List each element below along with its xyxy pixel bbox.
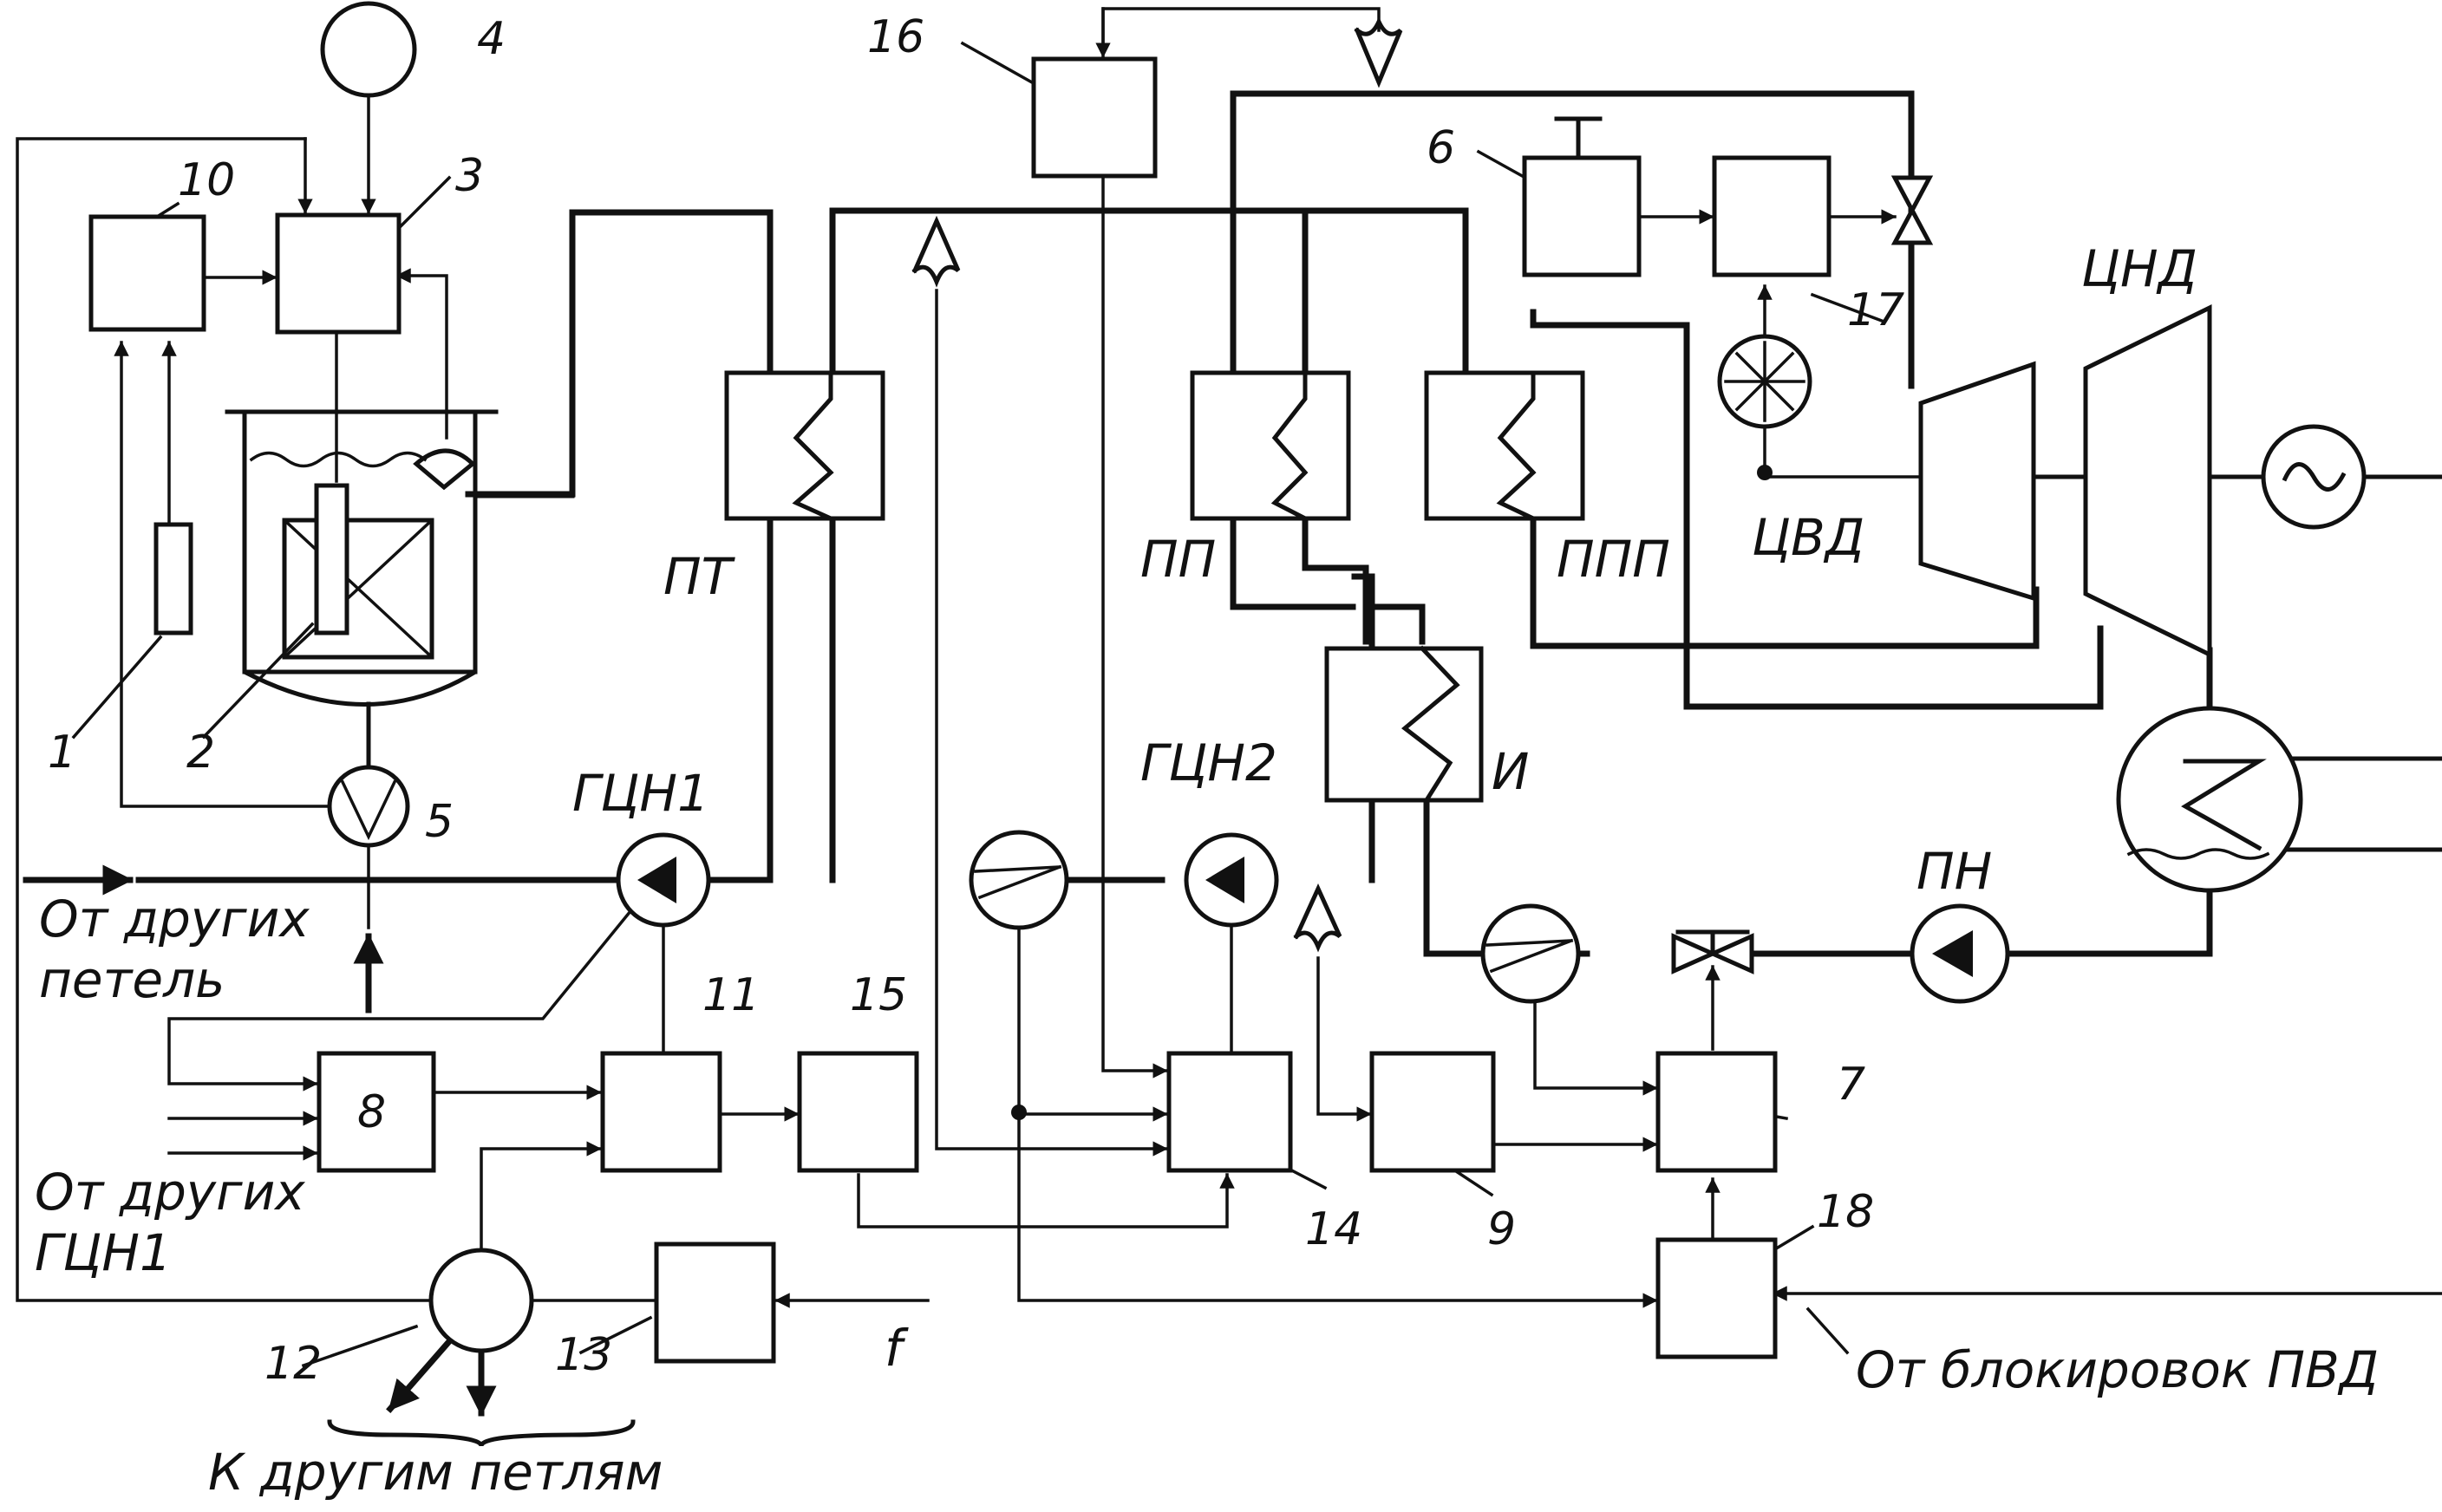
- turbine-tsnd: [2083, 303, 2212, 659]
- label-15: 15: [850, 969, 907, 1021]
- label-f: f: [885, 1319, 909, 1378]
- number-labels: 1 2 3 4 5 6 7 8 9 10 11 12 13 14 15 16 1…: [48, 11, 1904, 1390]
- label-13: 13: [555, 1329, 612, 1381]
- caption-from-other-loops-line2: петель: [39, 950, 225, 1009]
- label-gtsn1: ГЦН1: [572, 764, 709, 823]
- label-pn: ПН: [1916, 842, 1992, 901]
- sensor-1: [153, 522, 193, 635]
- block-11: [600, 1051, 722, 1173]
- heat-exchangers: [724, 370, 1585, 804]
- block-16: [1031, 56, 1158, 179]
- pump-turbine-feed: [969, 830, 1069, 930]
- valves: [1671, 175, 1934, 974]
- block-4: [320, 1, 417, 98]
- turbines: [1918, 303, 2212, 659]
- label-10: 10: [178, 154, 235, 206]
- label-tsnd: ЦНД: [2081, 239, 2197, 298]
- block-7: [1655, 1051, 1778, 1173]
- reactor: [225, 409, 575, 770]
- label-1: 1: [48, 727, 76, 779]
- label-7: 7: [1837, 1059, 1865, 1111]
- block-12: [428, 1248, 534, 1353]
- pump-5: [327, 765, 410, 848]
- block-18: [1655, 1237, 1778, 1359]
- label-8: 8: [357, 1086, 386, 1138]
- caption-from-hpp-interlocks: От блокировок ПВД: [1856, 1340, 2379, 1399]
- label-12: 12: [264, 1338, 322, 1390]
- block-15: [797, 1051, 919, 1173]
- label-6: 6: [1427, 122, 1455, 174]
- pumps-and-devices: [320, 1, 2367, 1353]
- reheater-pp: [1190, 370, 1351, 521]
- evaporator-i: [1324, 646, 1484, 803]
- block-14: [1166, 1051, 1293, 1173]
- caption-from-other-loops-line1: От других: [39, 890, 310, 948]
- label-11: 11: [702, 969, 760, 1021]
- block-10: [88, 214, 206, 332]
- label-5: 5: [425, 796, 454, 848]
- label-18: 18: [1817, 1186, 1874, 1238]
- label-pt: ПТ: [663, 547, 736, 606]
- label-9: 9: [1487, 1203, 1516, 1255]
- pressure-sensors: [327, 16, 1403, 1447]
- block-13: [654, 1242, 776, 1364]
- reheater-ppp: [1424, 370, 1585, 521]
- equipment-labels: ПТ ПП ППП И ЦВД ЦНД ГЦН1 ГЦН2 ПН f: [572, 239, 2197, 1378]
- block-6: [1522, 155, 1642, 277]
- control-valve-steam: [1890, 175, 1934, 245]
- label-3: 3: [455, 150, 484, 202]
- block-9: [1369, 1051, 1496, 1173]
- block-8: [317, 1051, 436, 1173]
- block-17: [1712, 155, 1832, 277]
- label-14: 14: [1305, 1203, 1362, 1255]
- label-ppp: ППП: [1557, 530, 1670, 589]
- block-3: [275, 212, 402, 335]
- label-i: И: [1492, 742, 1529, 801]
- turbine-tsvd: [1918, 361, 2036, 602]
- caption-to-other-loops: К другим петлям: [208, 1443, 663, 1502]
- process-pipelines: [135, 90, 2442, 957]
- label-4: 4: [477, 13, 506, 65]
- caption-from-other-gtsn-line1: От других: [35, 1163, 305, 1222]
- label-17: 17: [1847, 284, 1904, 336]
- condenser: [2116, 706, 2303, 893]
- pump-condensate: [1480, 903, 1581, 1004]
- caption-from-other-gtsn-line2: ГЦН1: [35, 1223, 172, 1282]
- captions: От других петель От других ГЦН1 К другим…: [35, 890, 2379, 1502]
- label-gtsn2: ГЦН2: [1140, 733, 1277, 792]
- label-2: 2: [186, 727, 215, 779]
- label-16: 16: [867, 11, 924, 63]
- label-tsvd: ЦВД: [1752, 508, 1864, 567]
- control-blocks: [88, 56, 1832, 1364]
- label-pp: ПП: [1140, 530, 1216, 589]
